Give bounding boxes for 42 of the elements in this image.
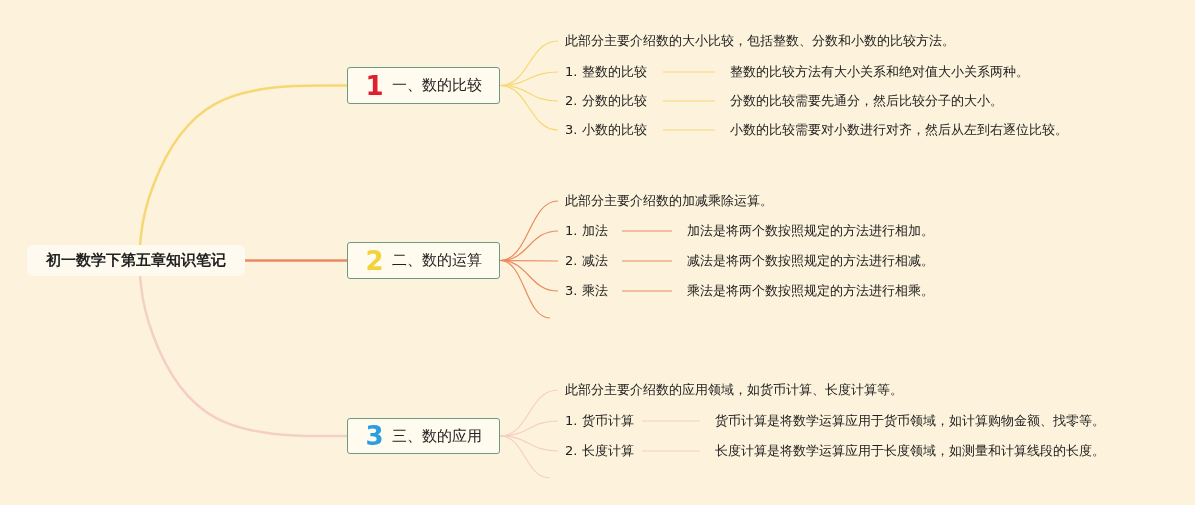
branch-line <box>138 275 347 438</box>
subtopic-text: 2. 减法 <box>558 250 622 272</box>
subtopic-text: 1. 整数的比较 <box>558 61 663 83</box>
description-text: 减法是将两个数按照规定的方法进行相减。 <box>672 250 992 272</box>
branch-line <box>621 230 673 232</box>
branch-line <box>245 259 347 262</box>
branch-line <box>621 260 673 262</box>
topic-number: 1 <box>365 72 384 99</box>
branch-text: 此部分主要介绍数的大小比较，包括整数、分数和小数的比较方法。 <box>558 30 1008 52</box>
topic-label: 二、数的运算 <box>391 251 482 270</box>
description-text: 货币计算是将数学运算应用于货币领域，如计算购物金额、找零等。 <box>700 410 1140 432</box>
description-text: 整数的比较方法有大小关系和绝对值大小关系两种。 <box>715 61 1115 83</box>
branch-line <box>499 200 559 262</box>
subtopic-text: 3. 乘法 <box>558 280 622 302</box>
description-text: 分数的比较需要先通分，然后比较分子的大小。 <box>715 90 1115 112</box>
branch-line <box>499 259 551 319</box>
subtopic-text: 2. 分数的比较 <box>558 90 663 112</box>
subtopic-text: 2. 长度计算 <box>558 440 642 462</box>
topic-label: 三、数的应用 <box>391 426 482 446</box>
description-text: 小数的比较需要对小数进行对齐，然后从左到右逐位比较。 <box>715 119 1115 141</box>
branch-text: 此部分主要介绍数的应用领域，如货币计算、长度计算等。 <box>558 379 998 401</box>
root-topic-box <box>27 245 245 276</box>
branch-line <box>138 84 347 246</box>
branch-line <box>662 129 716 131</box>
topic-box <box>347 418 500 454</box>
topic-number: 2 <box>365 247 384 274</box>
description-text: 加法是将两个数按照规定的方法进行相加。 <box>672 220 992 242</box>
branch-line <box>662 100 716 102</box>
description-text: 乘法是将两个数按照规定的方法进行相乘。 <box>672 280 992 302</box>
root-title: 初一数学下第五章知识笔记 <box>46 251 226 270</box>
branch-line <box>662 71 716 73</box>
topic-box <box>347 242 500 279</box>
topic-label: 一、数的比较 <box>391 76 482 95</box>
topic-box <box>347 67 500 104</box>
subtopic-text: 1. 货币计算 <box>558 410 642 432</box>
description-text: 长度计算是将数学运算应用于长度领域，如测量和计算线段的长度。 <box>700 440 1140 462</box>
subtopic-text: 3. 小数的比较 <box>558 119 663 141</box>
branch-line <box>621 290 673 292</box>
topic-number: 3 <box>365 423 384 449</box>
branch-line <box>499 84 559 131</box>
subtopic-text: 1. 加法 <box>558 220 622 242</box>
branch-text: 此部分主要介绍数的加减乘除运算。 <box>558 190 858 212</box>
